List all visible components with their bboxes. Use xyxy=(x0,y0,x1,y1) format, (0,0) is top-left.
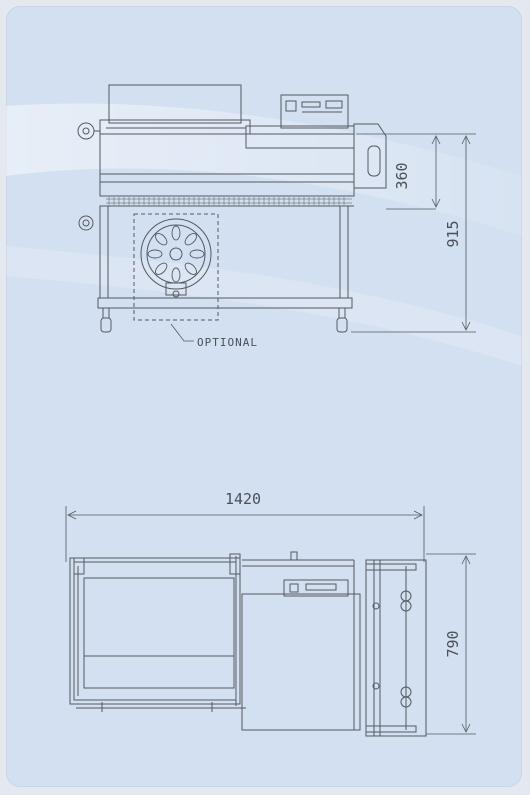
dimension-depth: 790 xyxy=(444,630,462,657)
front-view-dimensions xyxy=(170,133,476,342)
front-view-drawing xyxy=(77,84,387,333)
background-swoosh xyxy=(6,246,522,366)
sealing-hood xyxy=(108,84,242,124)
film-roll-lower xyxy=(78,215,94,231)
background-swoosh xyxy=(6,103,522,236)
dimension-height-upper: 360 xyxy=(393,162,411,189)
side-unit xyxy=(353,123,387,189)
top-view-dimensions xyxy=(65,506,476,735)
diagram-panel: 360 915 OPTIONAL xyxy=(6,6,522,787)
sealing-section xyxy=(69,557,241,705)
caster-wheel xyxy=(100,307,112,333)
shrink-tunnel xyxy=(241,593,361,731)
optional-film-reel xyxy=(140,218,212,290)
dimension-width: 1420 xyxy=(225,490,261,508)
top-view-drawing xyxy=(69,551,427,737)
control-panel xyxy=(280,94,349,129)
optional-label: OPTIONAL xyxy=(197,336,258,349)
base-frame xyxy=(97,297,353,309)
conveyor-roller xyxy=(372,590,412,708)
optional-reel-area xyxy=(133,213,219,321)
control-panel-top xyxy=(283,579,349,597)
side-conveyor xyxy=(365,559,427,737)
dimension-height-total: 915 xyxy=(444,220,462,247)
technical-drawing: 360 915 OPTIONAL xyxy=(6,84,522,737)
caster-wheel xyxy=(336,307,348,333)
